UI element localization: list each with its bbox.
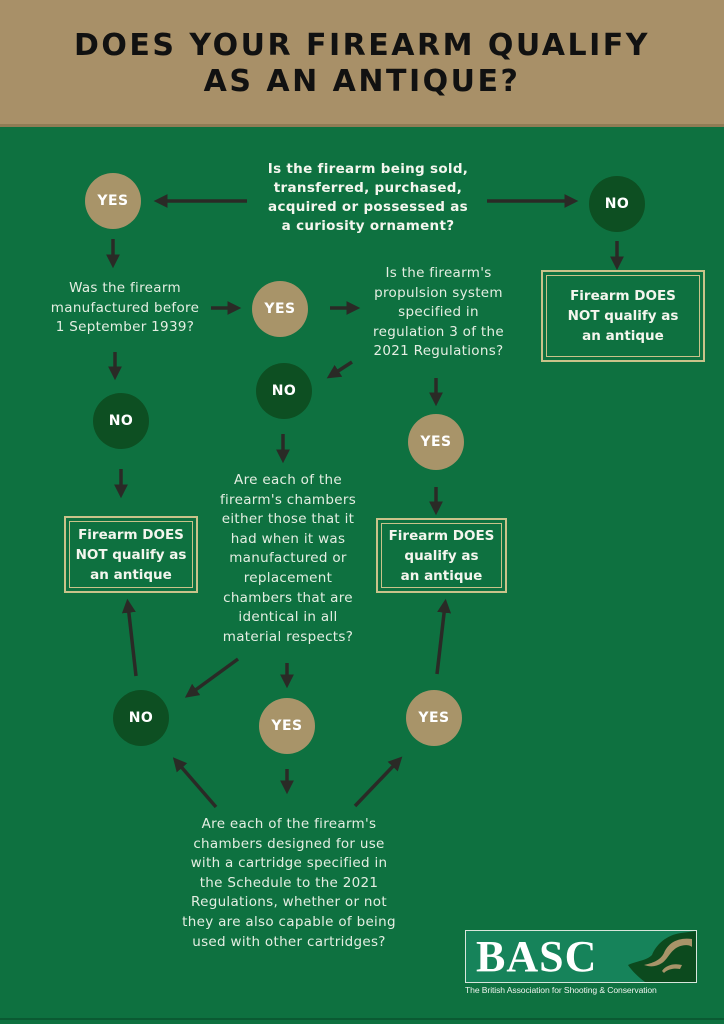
basc-logo: BASC <box>465 930 697 983</box>
arrow-no4-to-outcome <box>121 598 138 677</box>
no-node-manufacture: NO <box>93 393 149 449</box>
title-line-1: DOES YOUR FIREARM QUALIFY <box>73 27 651 63</box>
logo-tagline: The British Association for Shooting & C… <box>465 985 657 995</box>
bottom-divider <box>0 1018 724 1020</box>
logo-brand-text: BASC <box>476 932 598 981</box>
question-curiosity-ornament: Is the firearm being sold, transferred, … <box>267 161 469 234</box>
title-line-2: AS AN ANTIQUE? <box>203 63 521 99</box>
question-manufacture-date: Was the firearm manufactured before 1 Se… <box>50 280 200 336</box>
outcome-not-antique-left: Firearm DOES NOT qualify as an antique <box>64 516 198 593</box>
header-banner: DOES YOUR FIREARM QUALIFY AS AN ANTIQUE? <box>0 0 724 127</box>
question-propulsion-system: Is the firearm's propulsion system speci… <box>373 265 504 360</box>
yes-node-cartridge: YES <box>406 690 462 746</box>
arrow-q5-to-no4 <box>172 757 218 809</box>
arrow-q5-to-yes5 <box>353 756 403 808</box>
no-node-curiosity: NO <box>589 176 645 232</box>
arrow-yes5-to-outcome <box>435 598 452 675</box>
arrow-q3-to-no <box>326 360 353 379</box>
no-node-chambers: NO <box>113 690 169 746</box>
page-title: DOES YOUR FIREARM QUALIFY AS AN ANTIQUE? <box>74 28 650 100</box>
question-cartridge-schedule: Are each of the firearm's chambers desig… <box>182 816 396 950</box>
outcome-is-antique: Firearm DOES qualify as an antique <box>376 518 507 593</box>
yes-node-curiosity: YES <box>85 173 141 229</box>
no-node-propulsion: NO <box>256 363 312 419</box>
arrow-q4-to-no4 <box>184 657 240 698</box>
outcome-not-antique-top: Firearm DOES NOT qualify as an antique <box>541 270 705 362</box>
yes-node-manufacture: YES <box>252 281 308 337</box>
yes-node-chambers: YES <box>259 698 315 754</box>
question-original-chambers: Are each of the firearm's chambers eithe… <box>219 472 357 645</box>
duck-head-icon <box>628 931 696 982</box>
yes-node-propulsion: YES <box>408 414 464 470</box>
